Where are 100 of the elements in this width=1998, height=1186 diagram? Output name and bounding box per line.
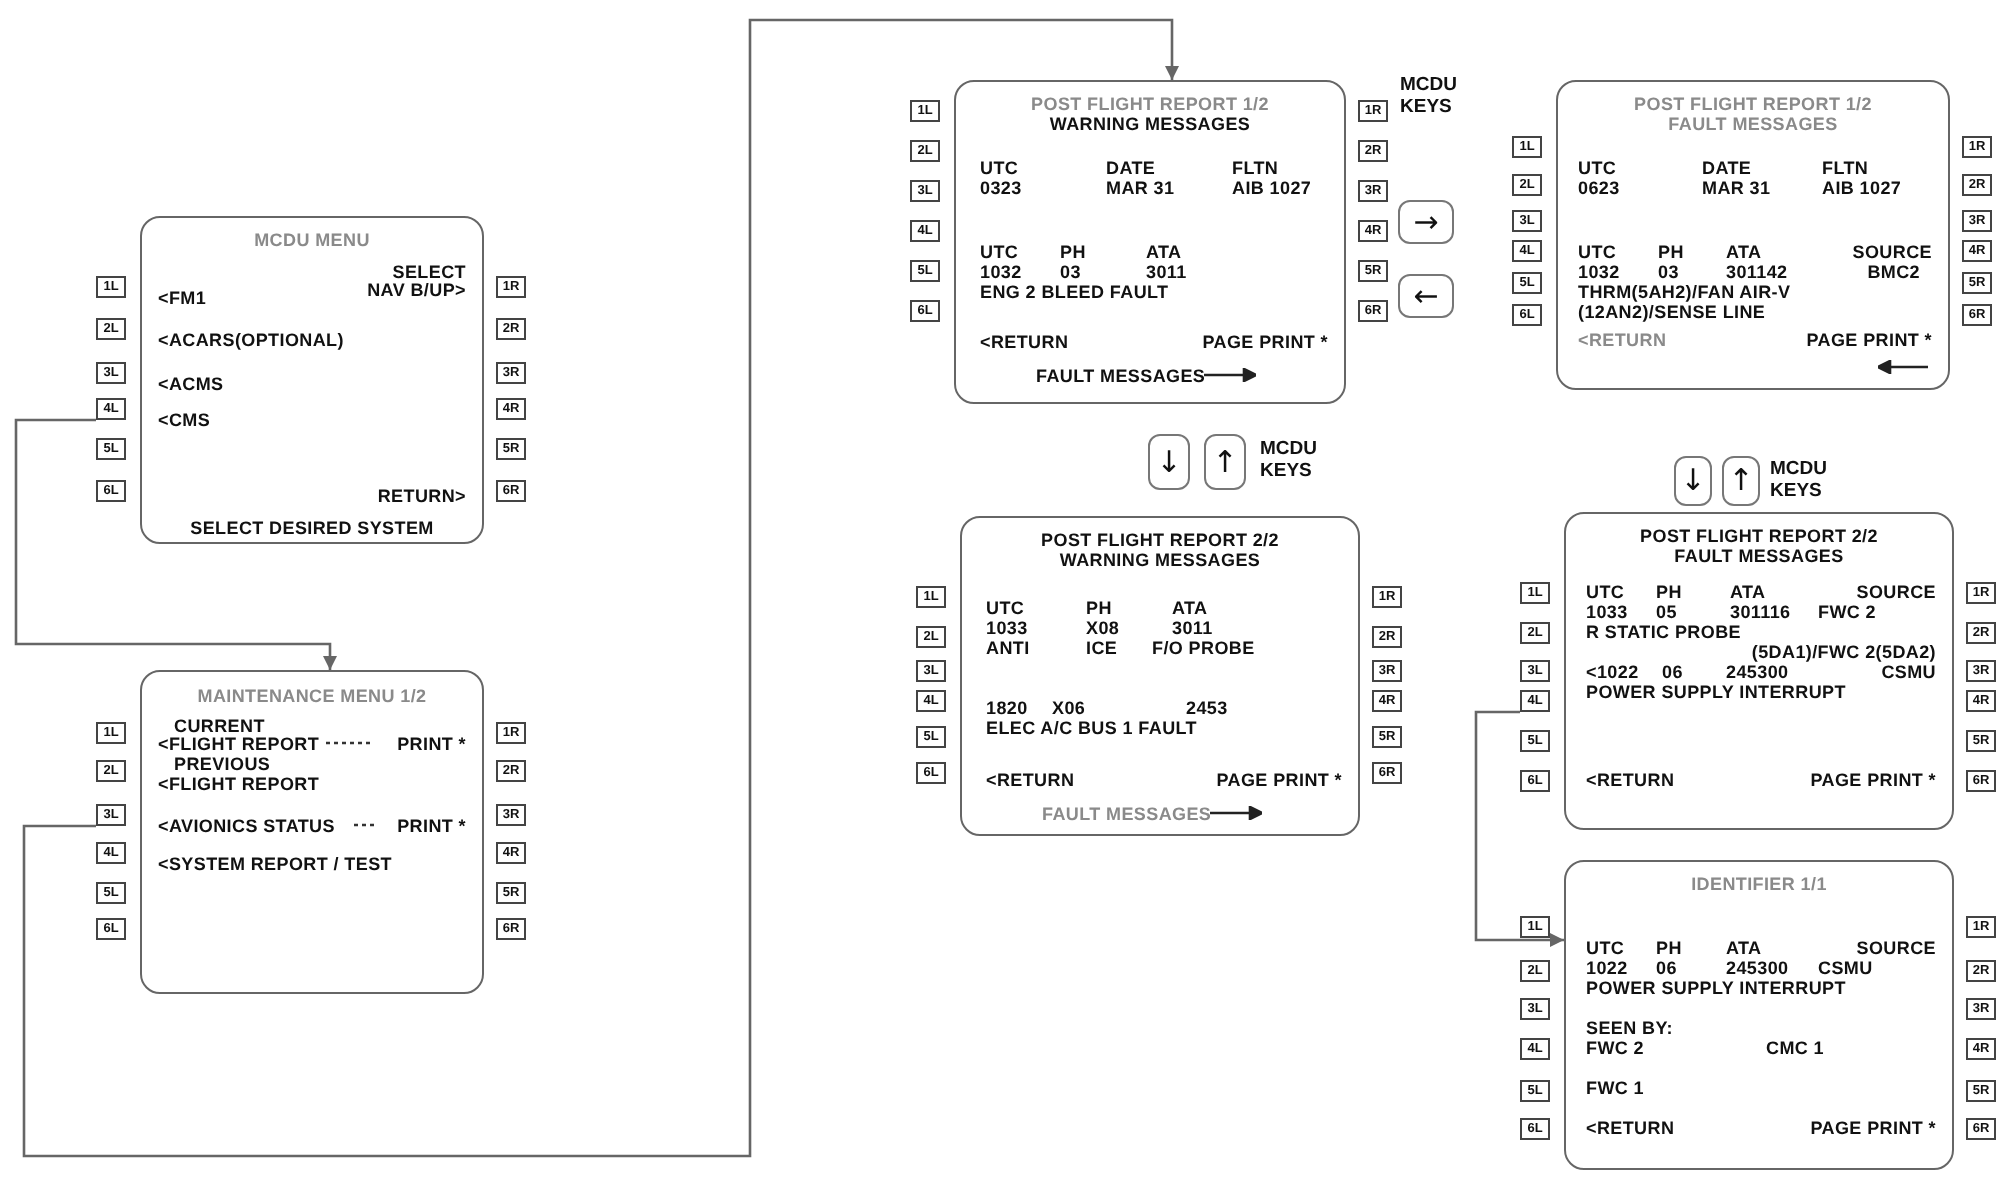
screen-text: 03 (1060, 262, 1081, 282)
arrow-key: ← (1398, 274, 1454, 318)
screen-text: MAR 31 (1106, 178, 1175, 198)
screen-text: PH (1060, 242, 1086, 262)
screen-text: WARNING MESSAGES (1059, 550, 1261, 570)
screen-text: 06 (1662, 662, 1683, 682)
screen-text: <FLIGHT REPORT (158, 774, 320, 794)
screen-text: POWER SUPPLY INTERRUPT (1586, 978, 1846, 998)
screen-text: <FLIGHT REPORT (158, 734, 320, 754)
screen-text: ELEC A/C BUS 1 FAULT (986, 718, 1198, 738)
screen-text: <RETURN (980, 332, 1069, 352)
screen-text: 245300 (1726, 958, 1789, 978)
screen-text: 301142 (1726, 262, 1788, 282)
screen-text: FWC 2 (1586, 1038, 1644, 1058)
screen-text: PAGE PRINT * (1806, 330, 1932, 350)
screen-text: ATA (1726, 242, 1762, 262)
screen-text: <FM1 (158, 288, 207, 308)
arrow-key: → (1398, 200, 1454, 244)
screen-text: (5DA1)/FWC 2(5DA2) (1751, 642, 1936, 662)
screen-text: PAGE PRINT * (1202, 332, 1328, 352)
screen-text: ICE (1086, 638, 1118, 658)
display-screen (140, 216, 484, 544)
screen-text: UTC (1586, 938, 1625, 958)
screen-text: NAV B/UP> (367, 280, 466, 300)
screen-text: 3011 (1146, 262, 1187, 282)
screen-text: FAULT MESSAGES (1674, 546, 1844, 566)
screen-text: PAGE PRINT * (1810, 770, 1936, 790)
screen-text: 3011 (1172, 618, 1213, 638)
display-screen (960, 516, 1360, 836)
screen-text: PRINT * (397, 734, 466, 754)
screen-text: FWC 2 (1818, 602, 1876, 622)
arrow-key: ↓ (1674, 456, 1712, 506)
screen-text: PAGE PRINT * (1810, 1118, 1936, 1138)
screen-text: IDENTIFIER 1/1 (1691, 874, 1827, 894)
screen-text: PH (1656, 582, 1682, 602)
screen-text: ATA (1146, 242, 1182, 262)
screen-text: 1033 (986, 618, 1028, 638)
connector (22, 18, 1179, 1158)
screen-text: 05 (1656, 602, 1677, 622)
screen-text: R STATIC PROBE (1586, 622, 1741, 642)
screen-text: SELECT (392, 262, 466, 282)
screen-text: FLTN (1232, 158, 1279, 178)
screen-text: PH (1086, 598, 1112, 618)
screen-text: RETURN> (377, 486, 466, 506)
key-label: MCDU KEYS (1770, 458, 1829, 502)
connector (1474, 710, 1564, 947)
screen-text: ANTI (986, 638, 1030, 658)
screen-text: X08 (1086, 618, 1120, 638)
screen-text: FAULT MESSAGES (1036, 366, 1206, 386)
screen-text: CSMU (1881, 662, 1936, 682)
screen-text: <ACMS (158, 374, 224, 394)
display-screen (1556, 80, 1950, 390)
screen-text: SOURCE (1852, 242, 1932, 262)
screen-text: PH (1658, 242, 1684, 262)
screen-text: CSMU (1818, 958, 1873, 978)
screen-text: UTC (1586, 582, 1625, 602)
connector (14, 418, 337, 670)
screen-text: POWER SUPPLY INTERRUPT (1586, 682, 1846, 702)
screen-text: PRINT * (397, 816, 466, 836)
screen-text: <1022 (1586, 662, 1639, 682)
screen-text: 1032 (1578, 262, 1620, 282)
screen-text: POST FLIGHT REPORT 1/2 (1031, 94, 1269, 114)
display-screen (1564, 512, 1954, 830)
screen-text: <AVIONICS STATUS (158, 816, 335, 836)
screen-text: POST FLIGHT REPORT 1/2 (1634, 94, 1872, 114)
screen-text: SOURCE (1856, 938, 1936, 958)
screen-text: FAULT MESSAGES (1668, 114, 1838, 134)
arrow-key: ↑ (1204, 434, 1246, 490)
screen-text: <ACARS(OPTIONAL) (158, 330, 344, 350)
screen-text: DATE (1702, 158, 1752, 178)
screen-text: SELECT DESIRED SYSTEM (190, 518, 434, 538)
screen-text: WARNING MESSAGES (1049, 114, 1251, 134)
screen-text: UTC (980, 242, 1019, 262)
screen-text: MAINTENANCE MENU 1/2 (197, 686, 427, 706)
screen-text: BMC2 (1867, 262, 1920, 282)
screen-text: 245300 (1726, 662, 1789, 682)
screen-text: UTC (1578, 242, 1617, 262)
screen-text: THRM(5AH2)/FAN AIR-V (12AN2)/SENSE LINE (1578, 282, 1793, 322)
screen-text: PAGE PRINT * (1216, 770, 1342, 790)
screen-text: 0323 (980, 178, 1022, 198)
key-label: MCDU KEYS (1260, 438, 1319, 482)
screen-text: POST FLIGHT REPORT 2/2 (1041, 530, 1279, 550)
screen-text: FWC 1 (1586, 1078, 1644, 1098)
screen-text: UTC (980, 158, 1019, 178)
screen-text: 03 (1658, 262, 1679, 282)
screen-text: 1032 (980, 262, 1022, 282)
screen-text: SOURCE (1856, 582, 1936, 602)
display-screen (954, 80, 1346, 404)
screen-text: ATA (1172, 598, 1208, 618)
display-screen (140, 670, 484, 994)
screen-text: 2453 (1186, 698, 1228, 718)
screen-text: 1033 (1586, 602, 1628, 622)
screen-text: <RETURN (1578, 330, 1667, 350)
screen-text: CURRENT (174, 716, 265, 736)
key-label: MCDU KEYS (1400, 74, 1459, 118)
screen-text: 1022 (1586, 958, 1628, 978)
screen-text: PH (1656, 938, 1682, 958)
screen-text: SEEN BY: (1586, 1018, 1673, 1038)
screen-text: POST FLIGHT REPORT 2/2 (1640, 526, 1878, 546)
screen-text: UTC (1578, 158, 1617, 178)
